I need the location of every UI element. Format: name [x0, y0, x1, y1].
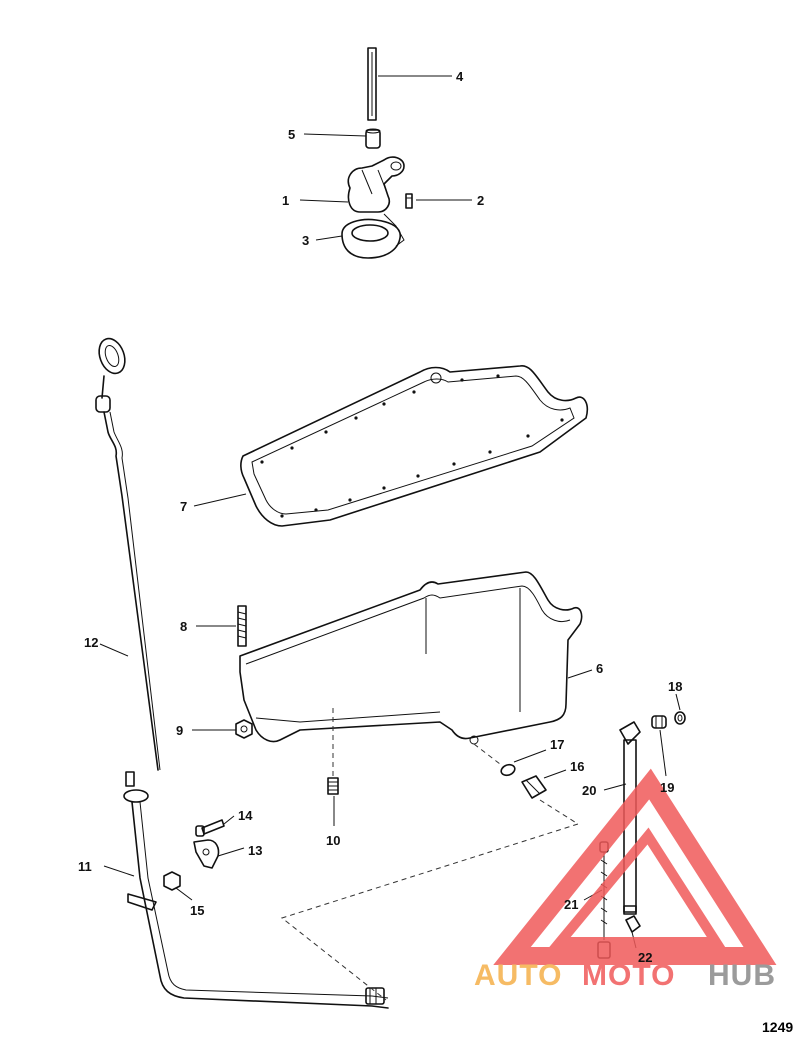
callout-5: 5: [288, 127, 295, 142]
callout-8: 8: [180, 619, 187, 634]
callout-15: 15: [190, 903, 204, 918]
dipstick: [95, 337, 161, 771]
shaft-coupling: [365, 128, 381, 149]
oil-pan-nut: [235, 719, 253, 739]
callout-22: 22: [638, 950, 652, 965]
callout-1: 1: [282, 193, 289, 208]
callout-9: 9: [176, 723, 183, 738]
callout-10: 10: [326, 833, 340, 848]
callout-18: 18: [668, 679, 682, 694]
fitting-washer: [674, 711, 686, 725]
drain-plug: [521, 775, 547, 799]
elbow-fitting: [651, 715, 667, 729]
watermark-brand-part3: HUB: [708, 959, 776, 992]
callout-17: 17: [550, 737, 564, 752]
callout-11: 11: [78, 859, 92, 874]
drain-cap: [625, 915, 641, 933]
callout-12: 12: [84, 635, 98, 650]
drain-gasket: [500, 763, 516, 777]
callout-2: 2: [477, 193, 484, 208]
oil-pan: [239, 571, 583, 745]
callout-21: 21: [564, 897, 578, 912]
tube-clamp: [193, 839, 220, 869]
oil-pump-drive-shaft: [367, 47, 377, 121]
callout-20: 20: [582, 783, 596, 798]
pump-screw: [405, 193, 413, 209]
oil-pump-body: [347, 156, 405, 213]
callout-4: 4: [456, 69, 464, 84]
callout-19: 19: [660, 780, 674, 795]
watermark: AUTO MOTO HUB: [474, 768, 777, 992]
callout-3: 3: [302, 233, 309, 248]
watermark-brand-part1: AUTO: [474, 959, 562, 992]
callout-6: 6: [596, 661, 603, 676]
dipstick-tube: [123, 771, 389, 1009]
callout-7: 7: [180, 499, 187, 514]
oil-pan-bolt: [327, 708, 339, 795]
routing-lines: [280, 743, 580, 1001]
pump-screen: [341, 213, 405, 259]
callout-13: 13: [248, 843, 262, 858]
watermark-brand-part2: MOTO: [582, 959, 675, 992]
callout-14: 14: [238, 808, 253, 823]
watermark-logo: [493, 768, 777, 965]
clamp-nut: [163, 871, 181, 891]
oil-pan-gasket: [240, 365, 589, 527]
callout-16: 16: [570, 759, 584, 774]
callout-labels: 4 5 1 2 3 7 6 8 9 10 11 12 13 14 15 16 1…: [78, 69, 682, 965]
clamp-screw: [195, 819, 225, 837]
figure-number: 1249: [762, 1019, 793, 1035]
oil-pan-stud: [237, 605, 247, 647]
